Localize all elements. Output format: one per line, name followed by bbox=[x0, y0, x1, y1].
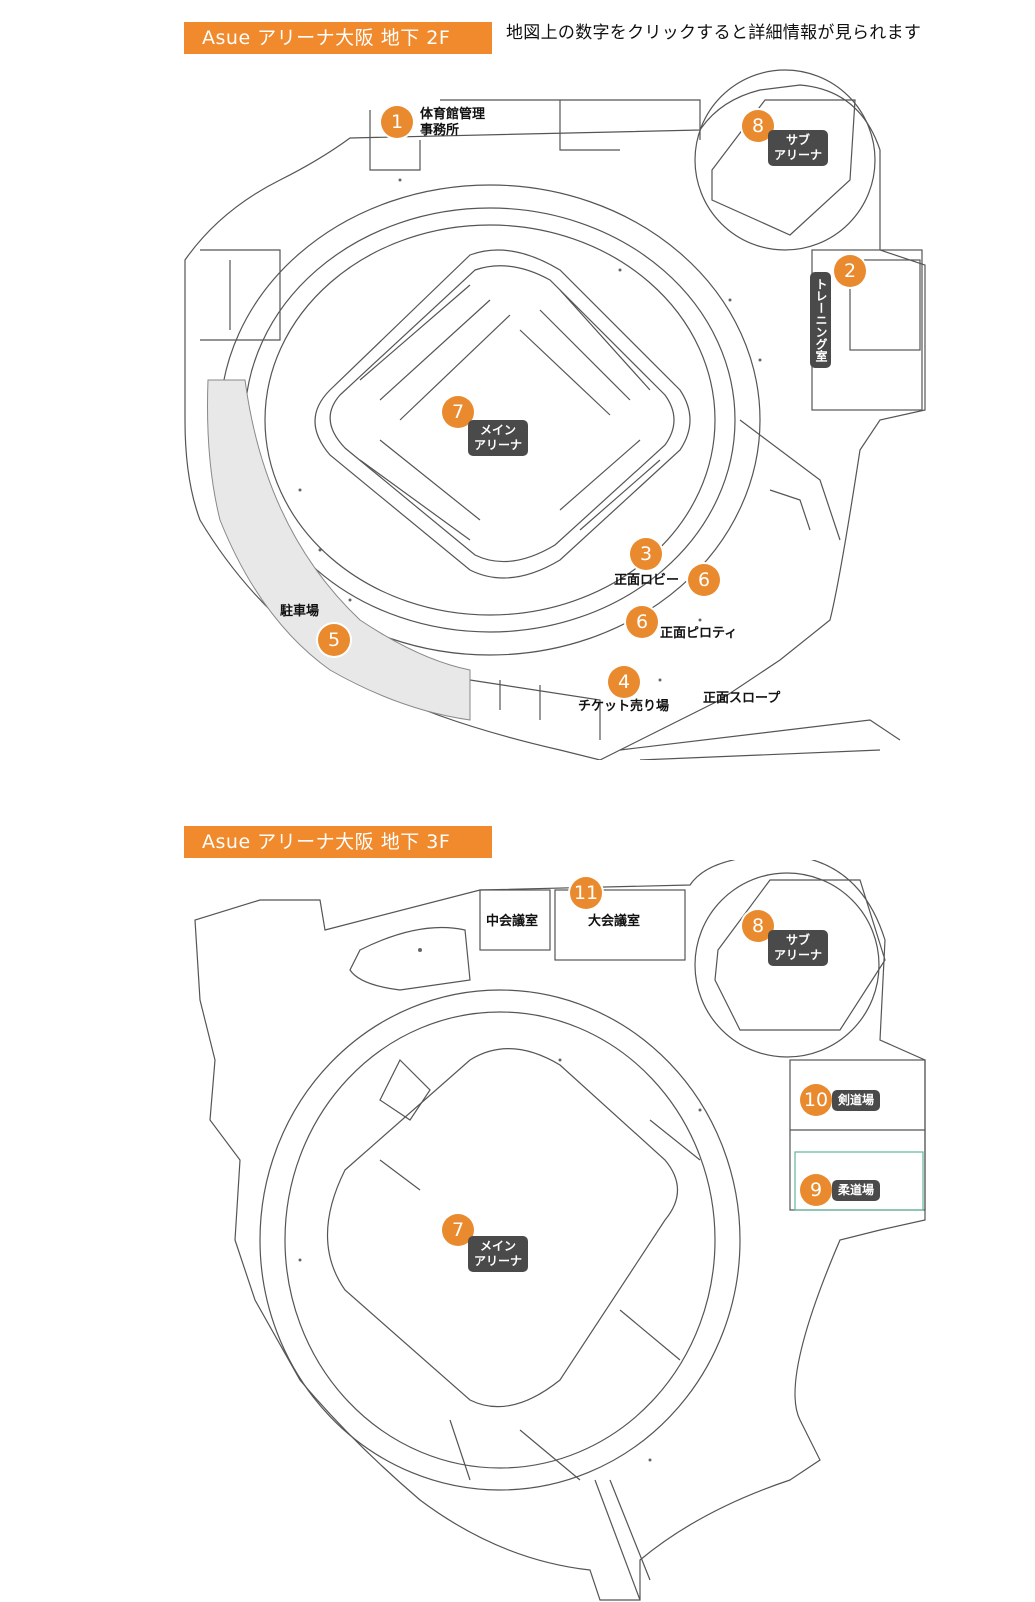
tag-sub-arena-b3-line1: サブ bbox=[786, 933, 811, 947]
tag-main-arena-line2: アリーナ bbox=[474, 438, 523, 452]
marker-10-kendo[interactable]: 10 bbox=[800, 1084, 832, 1116]
marker-11-conference[interactable]: 11 bbox=[570, 877, 602, 909]
floor-title-b2: Asue アリーナ大阪 地下 2F bbox=[184, 22, 492, 54]
tag-training-room[interactable]: トレーニング室 bbox=[810, 272, 831, 368]
marker-2-training[interactable]: 2 bbox=[834, 255, 866, 287]
tag-main-arena-b3[interactable]: メイン アリーナ bbox=[468, 1236, 529, 1272]
floor-title-b3: Asue アリーナ大阪 地下 3F bbox=[184, 826, 492, 858]
marker-6-front-lobby[interactable]: 6 bbox=[688, 564, 720, 596]
tag-sub-arena-b3-line2: アリーナ bbox=[774, 948, 823, 962]
marker-6-front-piloti[interactable]: 6 bbox=[626, 606, 658, 638]
tag-judo[interactable]: 柔道場 bbox=[832, 1180, 881, 1201]
label-front-lobby: 正面ロビー bbox=[614, 573, 680, 588]
marker-4-ticket[interactable]: 4 bbox=[608, 666, 640, 698]
marker-3-front-lobby[interactable]: 3 bbox=[630, 538, 662, 570]
tag-main-arena-b3-line1: メイン bbox=[480, 1239, 517, 1253]
tag-sub-arena[interactable]: サブ アリーナ bbox=[768, 130, 829, 166]
marker-1-gym-office[interactable]: 1 bbox=[381, 106, 413, 138]
label-gym-office-1: 体育館管理 bbox=[420, 107, 486, 122]
label-parking: 駐車場 bbox=[280, 604, 320, 619]
label-large-conference: 大会議室 bbox=[588, 914, 641, 929]
label-mid-conference: 中会議室 bbox=[486, 914, 539, 929]
tag-sub-arena-line2: アリーナ bbox=[774, 148, 823, 162]
tag-main-arena[interactable]: メイン アリーナ bbox=[468, 420, 529, 456]
tag-main-arena-b3-line2: アリーナ bbox=[474, 1254, 523, 1268]
tag-sub-arena-b3[interactable]: サブ アリーナ bbox=[768, 930, 829, 966]
marker-5-parking[interactable]: 5 bbox=[318, 624, 350, 656]
tag-kendo[interactable]: 剣道場 bbox=[832, 1090, 881, 1111]
label-gym-office-2: 事務所 bbox=[420, 123, 460, 138]
tag-main-arena-line1: メイン bbox=[480, 423, 517, 437]
label-front-slope: 正面スロープ bbox=[703, 691, 781, 706]
label-front-piloti: 正面ピロティ bbox=[660, 626, 738, 641]
floor-plan-b2 bbox=[184, 69, 926, 760]
instruction-text: 地図上の数字をクリックすると詳細情報が見られます bbox=[506, 23, 922, 43]
marker-7-main-arena-b3[interactable]: 7 bbox=[442, 1214, 474, 1246]
label-ticket: チケット売り場 bbox=[578, 699, 670, 714]
tag-sub-arena-line1: サブ bbox=[786, 133, 811, 147]
marker-9-judo[interactable]: 9 bbox=[800, 1174, 832, 1206]
floor-plan-b3 bbox=[194, 860, 926, 1601]
